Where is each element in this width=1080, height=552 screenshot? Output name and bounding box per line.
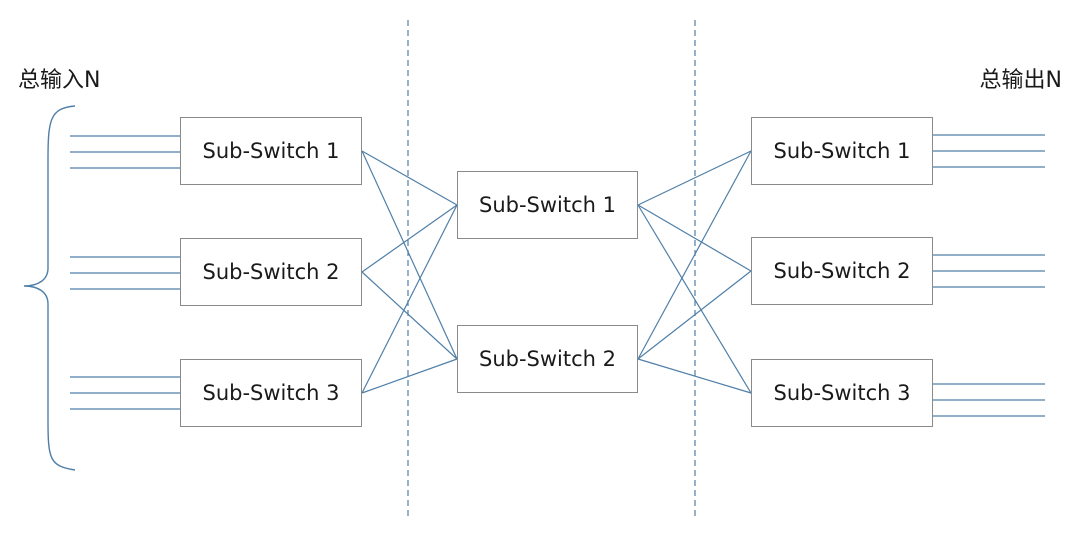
link-mid1-out2 [637,204,752,272]
link-mid2-out3 [637,358,752,394]
link-in1-mid2 [361,150,458,360]
output-sub-switch-2: Sub-Switch 2 [751,237,933,305]
link-mid2-out2 [637,270,752,360]
middle-sub-switch-1: Sub-Switch 1 [457,171,638,239]
link-in3-mid1 [361,204,458,394]
link-in2-mid1 [361,204,458,273]
input-brace [23,105,76,471]
link-mid1-out3 [637,204,752,394]
link-mid2-out1 [637,150,752,360]
total-output-label: 总输出N [979,68,1062,93]
input-sub-switch-2: Sub-Switch 2 [180,238,362,306]
link-in2-mid2 [361,271,458,360]
total-input-label: 总输入N [18,68,101,93]
input-sub-switch-3: Sub-Switch 3 [180,359,362,427]
link-in1-mid1 [361,150,458,206]
output-sub-switch-3: Sub-Switch 3 [751,359,933,427]
link-in3-mid2 [361,358,458,394]
link-mid1-out1 [637,150,752,206]
middle-sub-switch-2: Sub-Switch 2 [457,325,638,393]
output-sub-switch-1: Sub-Switch 1 [751,117,933,185]
input-sub-switch-1: Sub-Switch 1 [180,117,362,185]
